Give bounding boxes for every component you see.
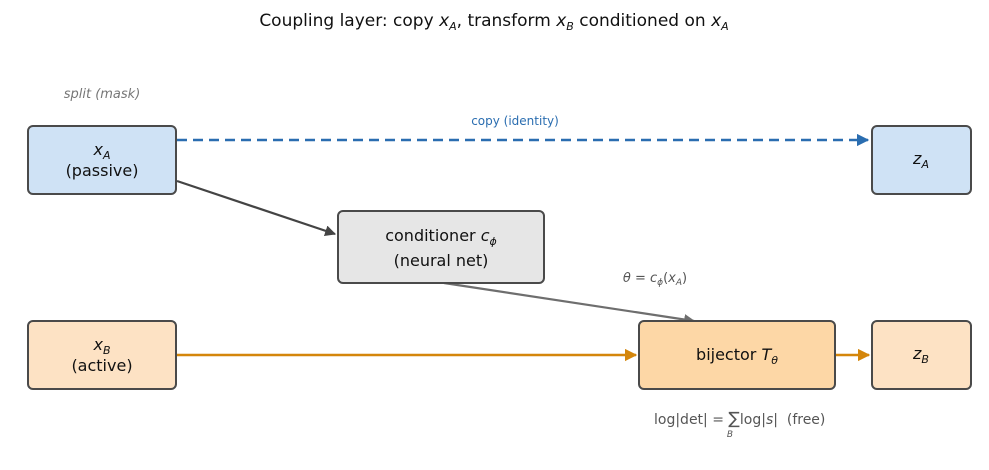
diagram-title: Coupling layer: copy xA, transform xB co… [259, 11, 728, 33]
xa-to-conditioner-edge [176, 179, 337, 237]
node-xb-caption: (active) [71, 356, 132, 375]
svg-text:bijector Tθ: bijector Tθ [696, 345, 778, 367]
logdet-sum-subscript: B [727, 430, 733, 440]
split-label: split (mask) [64, 87, 141, 102]
node-xa-caption: (passive) [66, 161, 139, 180]
node-bijector: bijector Tθ [638, 320, 836, 390]
svg-text:xB: xB [92, 335, 110, 357]
node-conditioner-caption: (neural net) [394, 251, 489, 270]
svg-text:zB: zB [912, 344, 929, 366]
node-za: zA [871, 125, 972, 195]
svg-text:conditioner cϕ: conditioner cϕ [385, 226, 497, 248]
node-xb: xB (active) [27, 320, 177, 390]
copy-edge-label: copy (identity) [471, 114, 559, 128]
svg-text:log|det| = ∑log|s| (free): log|det| = ∑log|s| (free) [654, 409, 825, 429]
svg-text:zA: zA [912, 149, 929, 171]
node-xa: xA (passive) [27, 125, 177, 195]
node-conditioner: conditioner cϕ (neural net) [337, 210, 545, 284]
svg-text:xA: xA [93, 140, 111, 162]
theta-edge-label: θ = cϕ(xA) [623, 271, 687, 288]
node-zb: zB [871, 320, 972, 390]
logdet-annotation: log|det| = ∑log|s| (free) B [654, 409, 825, 440]
conditioner-to-bijector-edge [443, 281, 696, 325]
